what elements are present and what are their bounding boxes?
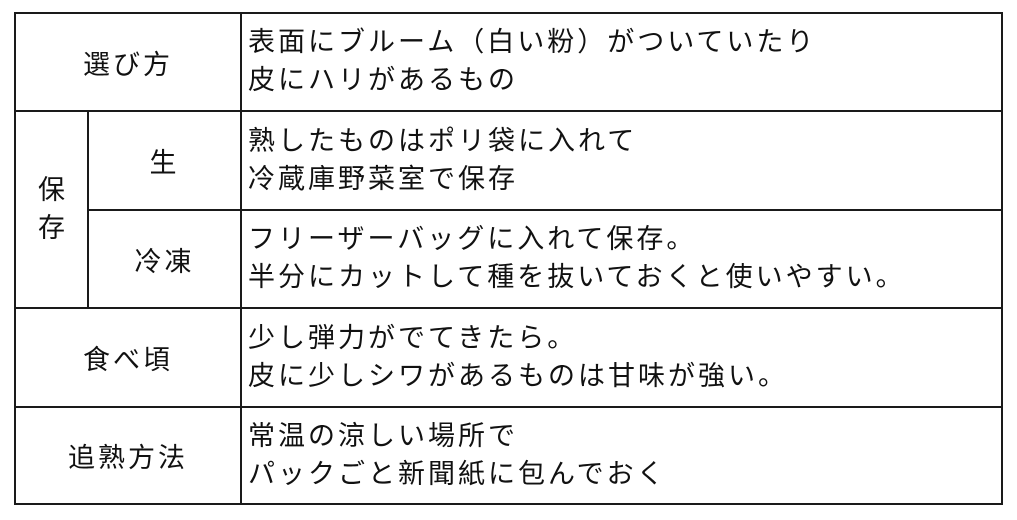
group-label-char: 存 (38, 212, 65, 244)
row-content-ripening-method: 常温の涼しい場所で パックごと新聞紙に包んでおく (242, 408, 1001, 503)
row-label-ripening-method: 追熟方法 (16, 408, 242, 503)
content-line: パックごと新聞紙に包んでおく (248, 458, 667, 490)
content-line: 皮に少しシワがあるものは甘味が強い。 (248, 360, 788, 392)
group-label-char: 保 (38, 174, 65, 206)
row-content-raw: 熟したものはポリ袋に入れて 冷蔵庫野菜室で保存 (242, 112, 1001, 211)
row-content-frozen: フリーザーバッグに入れて保存。 半分にカットして種を抜いておくと使いやすい。 (242, 211, 1001, 309)
content-line: 冷蔵庫野菜室で保存 (248, 163, 518, 195)
content-line: 皮にハリがあるもの (248, 65, 518, 96)
content-line: 少し弾力がでてきたら。 (248, 322, 578, 354)
content-line: 熟したものはポリ袋に入れて (248, 125, 638, 157)
row-label-frozen: 冷凍 (89, 211, 242, 309)
row-label-selection: 選び方 (16, 14, 242, 112)
content-line: 半分にカットして種を抜いておくと使いやすい。 (248, 262, 906, 293)
row-content-selection: 表面にブルーム（白い粉）がついていたり 皮にハリがあるもの (242, 14, 1001, 112)
row-label-raw: 生 (89, 112, 242, 211)
row-label-ripeness: 食べ頃 (16, 309, 242, 408)
content-line: 表面にブルーム（白い粉）がついていたり (248, 27, 817, 58)
row-content-ripeness: 少し弾力がでてきたら。 皮に少しシワがあるものは甘味が強い。 (242, 309, 1001, 408)
info-table: 選び方 表面にブルーム（白い粉）がついていたり 皮にハリがあるもの 保 存 生 … (14, 12, 1003, 505)
group-label-storage: 保 存 (16, 112, 89, 309)
content-line: 常温の涼しい場所で (248, 420, 518, 452)
content-line: フリーザーバッグに入れて保存。 (248, 224, 697, 255)
